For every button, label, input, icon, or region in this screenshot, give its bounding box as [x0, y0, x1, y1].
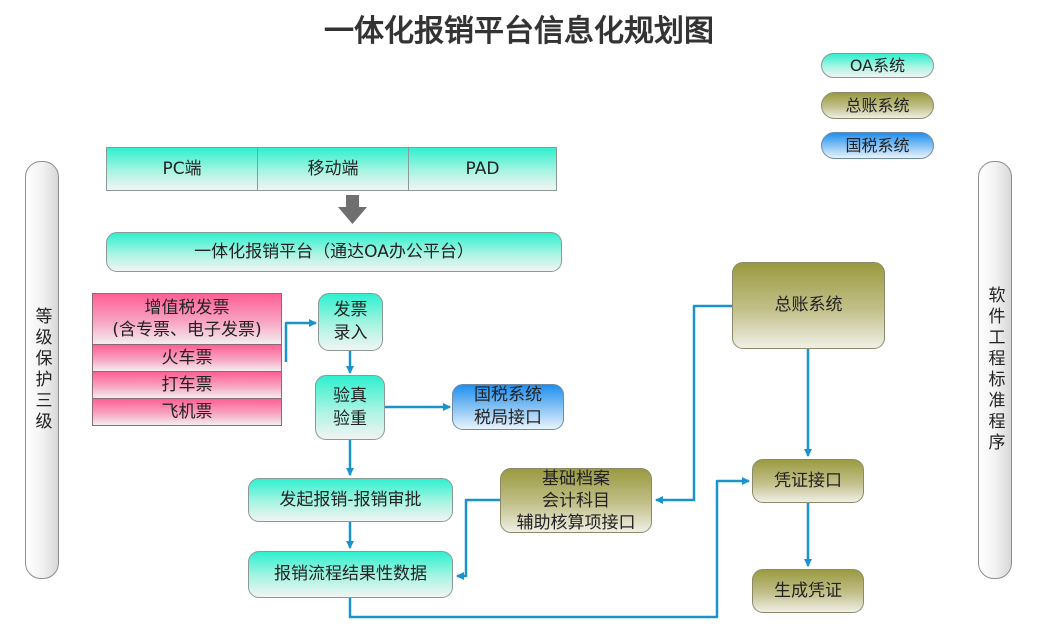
software-standard-bar: 软件工程标准程序 [978, 161, 1012, 579]
diagram-title: 一体化报销平台信息化规划图 [324, 14, 714, 49]
invoice-train: 火车票 [92, 344, 282, 372]
arrow-ledger-to-archive [655, 304, 732, 504]
arrow-result-to-voucher [348, 477, 750, 619]
node-basic-archive: 基础档案 会计科目 辅助核算项接口 [500, 468, 652, 533]
invoice-vat: 增值税发票 (含专票、电子发票) [92, 293, 282, 345]
node-voucher-interface: 凭证接口 [752, 459, 864, 503]
node-verify: 验真 验重 [315, 375, 385, 440]
security-level-bar: 等级保护三级 [25, 161, 59, 579]
platform-box: 一体化报销平台（通达OA办公平台） [106, 232, 562, 272]
security-level-label: 等级保护三级 [31, 307, 52, 433]
node-generate-voucher: 生成凭证 [752, 569, 864, 613]
node-tax-interface: 国税系统 税局接口 [452, 384, 564, 430]
big-down-arrow [338, 195, 367, 224]
arrow-invoices-to-entry [284, 319, 317, 362]
node-approval: 发起报销-报销审批 [248, 478, 453, 522]
legend-ledger: 总账系统 [821, 92, 934, 119]
legend-oa: OA系统 [821, 53, 934, 78]
node-invoice-entry: 发票 录入 [318, 293, 383, 351]
device-pad: PAD [408, 147, 557, 191]
node-result-data: 报销流程结果性数据 [248, 551, 453, 598]
device-pc: PC端 [106, 147, 258, 191]
invoice-flight: 飞机票 [92, 398, 282, 426]
arrow-archive-to-result [456, 498, 500, 580]
legend-tax: 国税系统 [821, 132, 934, 159]
software-standard-label: 软件工程标准程序 [984, 286, 1005, 454]
device-mobile: 移动端 [257, 147, 409, 191]
node-ledger: 总账系统 [732, 262, 885, 349]
